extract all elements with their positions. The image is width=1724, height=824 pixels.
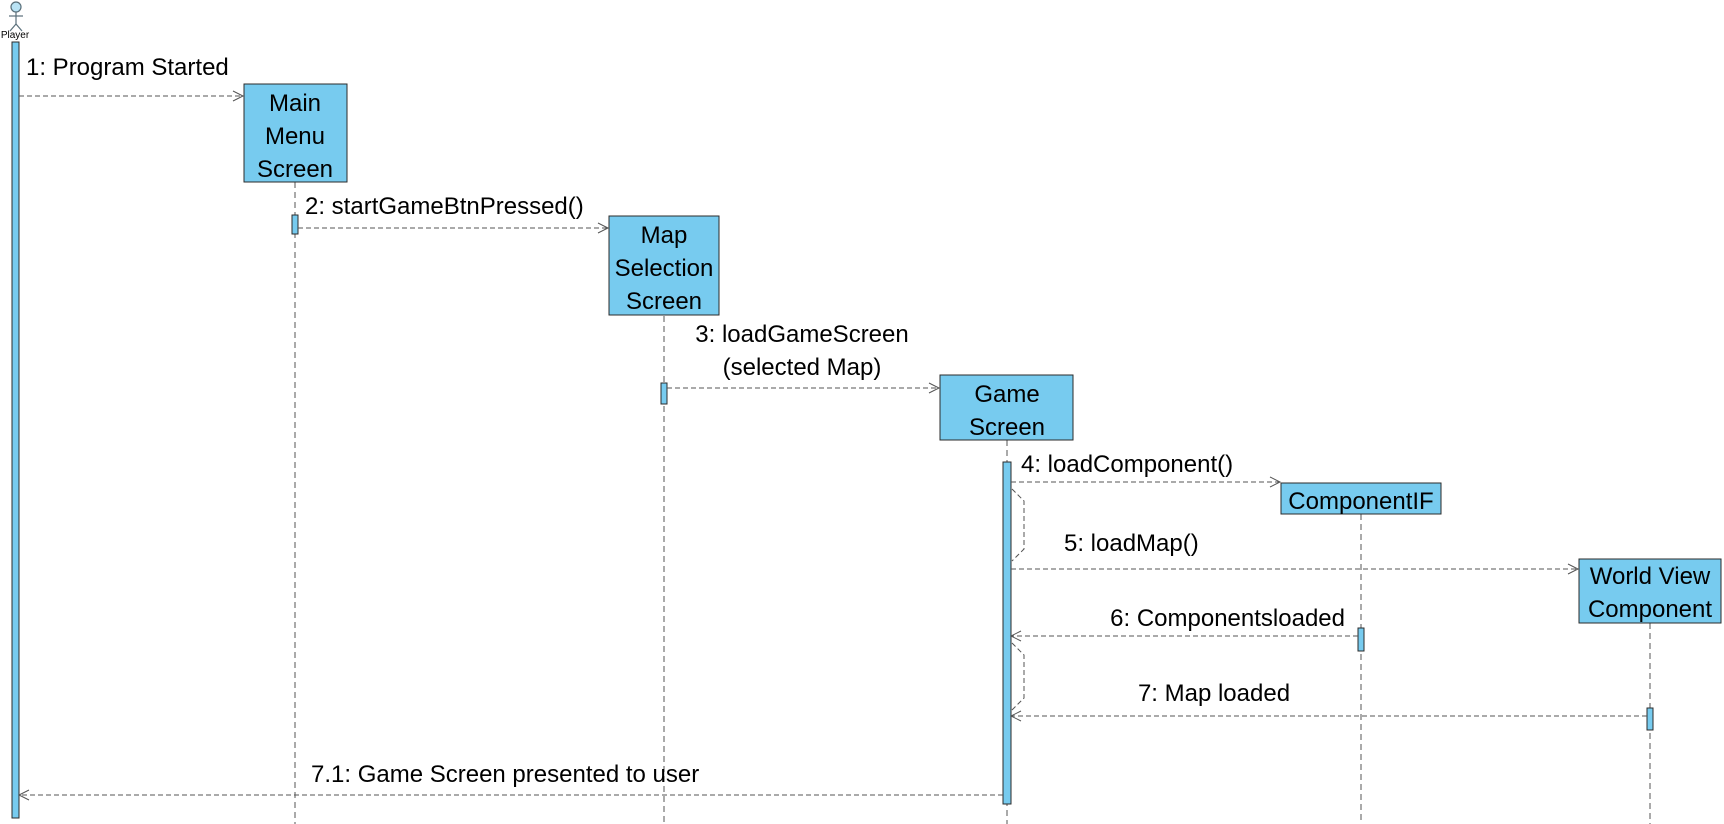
game-screen-label-line-1: Game (974, 381, 1039, 408)
world-view-label-line-1: World View (1590, 563, 1711, 590)
message-6[interactable]: 6: Componentsloaded (1009, 605, 1358, 642)
activation-map-selection (660, 382, 668, 405)
message-4[interactable]: 4: loadComponent() (1011, 451, 1282, 488)
message-7-label: 7: Map loaded (1138, 680, 1290, 707)
map-selection-label-line-3: Screen (626, 288, 702, 315)
main-menu-label-line-3: Screen (257, 156, 333, 183)
message-7-1-arrowhead (17, 789, 30, 801)
actor-head-icon (10, 1, 22, 13)
message-6-label: 6: Componentsloaded (1110, 605, 1345, 632)
activation-world-view (1646, 707, 1654, 731)
game-screen-box (939, 374, 1074, 441)
map-selection-label-line-2: Selection (615, 255, 714, 282)
message-5-arrowhead (1567, 563, 1580, 575)
message-3[interactable]: 3: loadGameScreen (selected Map) (667, 321, 941, 394)
actor-left-leg (9, 23, 17, 32)
world-view-label-line-2: Component (1588, 596, 1712, 623)
message-1-arrowhead (232, 90, 245, 102)
main-menu-label-line-1: Main (269, 90, 321, 117)
message-7-1-label: 7.1: Game Screen presented to user (311, 761, 699, 788)
message-5-label: 5: loadMap() (1064, 530, 1199, 557)
activation-game-screen (1002, 461, 1012, 805)
map-selection-box (608, 215, 720, 316)
world-view-box (1578, 558, 1722, 624)
actor-player[interactable]: Player (1, 1, 30, 41)
ordering-bracket-2 (1011, 642, 1025, 711)
participant-game-screen[interactable]: Game Screen (939, 374, 1074, 441)
component-if-box (1280, 482, 1442, 515)
message-2-arrowhead (597, 222, 610, 234)
game-screen-label-line-2: Screen (969, 414, 1045, 441)
message-7-1[interactable]: 7.1: Game Screen presented to user (17, 761, 1003, 801)
message-3-arrowhead (928, 382, 941, 394)
activation-component-if (1357, 627, 1365, 652)
message-4-arrowhead (1269, 476, 1282, 488)
map-selection-label-line-1: Map (641, 222, 688, 249)
main-menu-label-line-2: Menu (265, 123, 325, 150)
message-2[interactable]: 2: startGameBtnPressed() (298, 193, 610, 234)
actor-right-leg (15, 23, 23, 32)
ordering-bracket-1 (1011, 488, 1025, 562)
message-7-arrowhead (1009, 710, 1022, 722)
main-menu-box (243, 83, 348, 183)
message-1[interactable]: 1: Program Started (19, 54, 245, 102)
message-2-label: 2: startGameBtnPressed() (305, 193, 584, 220)
message-6-arrowhead (1009, 630, 1022, 642)
message-3-label-line-2: (selected Map) (723, 354, 882, 381)
participant-map-selection-screen[interactable]: Map Selection Screen (608, 215, 720, 316)
message-5[interactable]: 5: loadMap() (1011, 530, 1580, 575)
message-3-label-line-1: 3: loadGameScreen (695, 321, 908, 348)
participant-component-if[interactable]: ComponentIF (1280, 482, 1442, 515)
message-1-label: 1: Program Started (26, 54, 229, 81)
actor-label: Player (1, 30, 30, 41)
component-if-label: ComponentIF (1288, 488, 1433, 515)
activation-player (11, 41, 20, 819)
message-4-label: 4: loadComponent() (1021, 451, 1233, 478)
message-7[interactable]: 7: Map loaded (1009, 680, 1647, 722)
activation-main-menu (291, 214, 299, 235)
participant-main-menu-screen[interactable]: Main Menu Screen (243, 83, 348, 183)
participant-world-view-component[interactable]: World View Component (1578, 558, 1722, 624)
